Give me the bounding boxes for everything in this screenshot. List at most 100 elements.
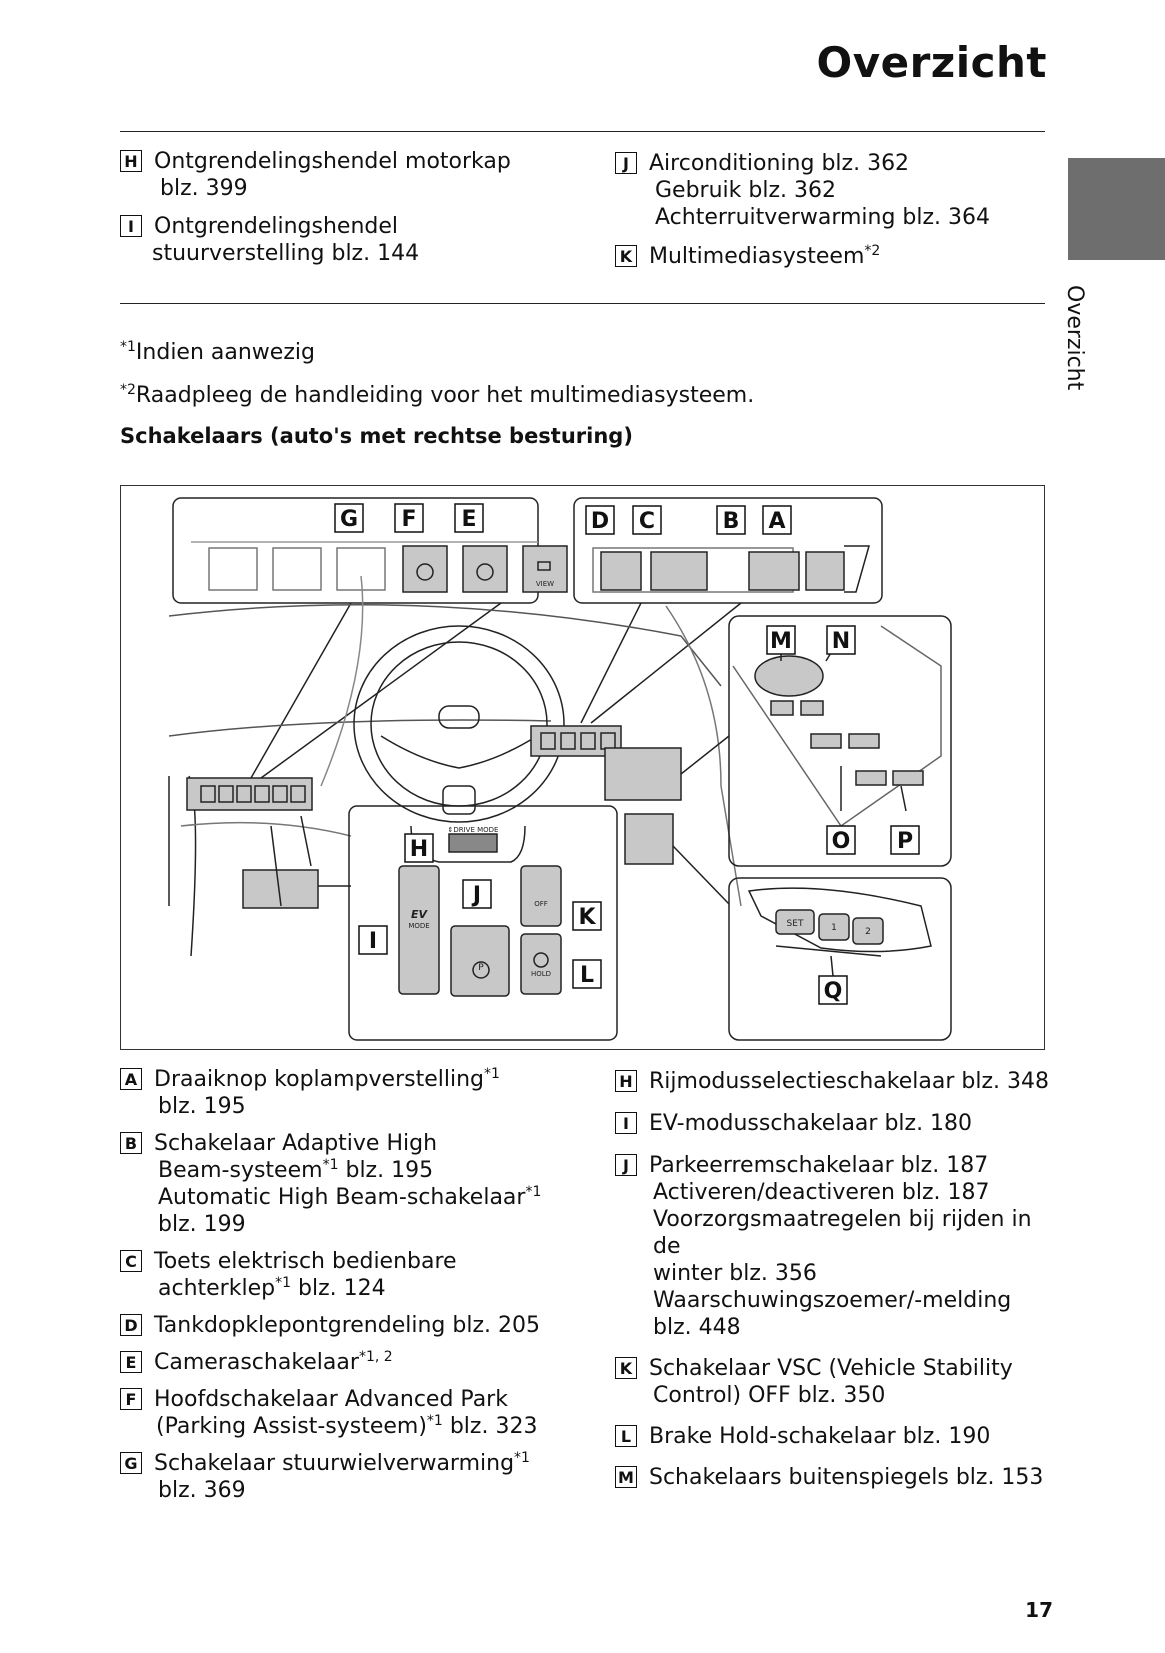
item-text: Automatic High Beam-schakelaar xyxy=(158,1185,526,1210)
dashboard-illustration: G F E D C B A H I J K L M N O P Q ⇕DRIV xyxy=(168,497,952,1041)
callout-box-door xyxy=(728,615,952,867)
label-p: P xyxy=(897,829,913,854)
footnote-mark: *1 xyxy=(120,339,136,355)
switch-i xyxy=(398,865,440,995)
label-f: F xyxy=(401,507,416,532)
item-text: achterklep xyxy=(158,1276,276,1301)
switch-e xyxy=(522,545,568,593)
switch-k xyxy=(520,865,562,927)
label-l: L xyxy=(580,963,594,988)
item-text: Voorzorgsmaatregelen bij rijden in de xyxy=(653,1207,1032,1259)
footnote-1: *1Indien aanwezig xyxy=(120,340,315,365)
list-item-l: L Brake Hold-schakelaar blz. 190 xyxy=(615,1423,1055,1450)
item-text: Schakelaar Adaptive High xyxy=(154,1131,438,1156)
item-text: Waarschuwingszoemer/-melding xyxy=(653,1288,1012,1313)
letter-badge: H xyxy=(120,150,142,172)
item-text: Rijmodusselectieschakelaar blz. 348 xyxy=(649,1069,1049,1094)
letter-badge: K xyxy=(615,245,637,267)
drive-mode-text: ⇕DRIVE MODE xyxy=(448,826,499,834)
switch-f xyxy=(462,545,508,593)
switch-diagram: G F E D C B A H I J K L M N O P Q ⇕DRIV xyxy=(120,485,1045,1050)
footnote-mark: *1 xyxy=(426,1413,443,1429)
item-text: Draaiknop koplampverstelling xyxy=(154,1067,484,1092)
item-text: blz. 195 xyxy=(338,1158,434,1183)
ev-text: EV xyxy=(411,908,429,921)
item-text: (Parking Assist-systeem) xyxy=(156,1414,427,1439)
page-number: 17 xyxy=(1025,1598,1053,1622)
label-c: C xyxy=(639,509,655,534)
item-text: Schakelaar VSC (Vehicle Stability xyxy=(649,1356,1013,1381)
letter-badge: J xyxy=(615,1154,637,1176)
item-text: blz. 369 xyxy=(158,1478,246,1503)
label-a: A xyxy=(768,509,785,534)
item-text: Tankdopklepontgrendeling blz. 205 xyxy=(154,1313,540,1338)
divider-top xyxy=(120,131,1045,132)
list-item-m: M Schakelaars buitenspiegels blz. 153 xyxy=(615,1464,1055,1491)
label-m: M xyxy=(770,629,792,654)
divider-middle xyxy=(120,303,1045,304)
item-text: Airconditioning blz. 362 xyxy=(649,151,910,176)
page-title: Overzicht xyxy=(816,38,1047,87)
set-text: SET xyxy=(787,919,804,929)
letter-badge: K xyxy=(615,1357,637,1379)
letter-badge: E xyxy=(120,1351,142,1373)
section-heading: Schakelaars (auto's met rechtse besturin… xyxy=(120,424,633,448)
item-text: stuurverstelling blz. 144 xyxy=(152,241,420,266)
label-g: G xyxy=(340,507,358,532)
item-text: Cameraschakelaar xyxy=(154,1350,359,1375)
item-text: EV-modusschakelaar blz. 180 xyxy=(649,1111,973,1136)
label-n: N xyxy=(832,629,850,654)
list-item-e: E Cameraschakelaar*1, 2 xyxy=(120,1349,570,1376)
label-k: K xyxy=(578,905,596,930)
item-text: Gebruik blz. 362 xyxy=(655,178,836,203)
letter-badge: C xyxy=(120,1250,142,1272)
footnote-text: Raadpleeg de handleiding voor het multim… xyxy=(135,383,755,408)
footnote-mark: *1 xyxy=(322,1157,339,1173)
item-text: blz. 323 xyxy=(442,1414,538,1439)
item-text: Beam-systeem xyxy=(158,1158,323,1183)
label-i: I xyxy=(369,929,377,954)
park-text: P xyxy=(478,963,484,973)
switch-b xyxy=(748,551,800,591)
footnote-text: Indien aanwezig xyxy=(135,340,315,365)
footnote-mark: *1 xyxy=(275,1275,292,1291)
item-text: blz. 124 xyxy=(291,1276,386,1301)
item-text: Ontgrendelingshendel xyxy=(154,214,399,239)
callout-box-dcba xyxy=(573,497,883,604)
vsc-off-text: OFF xyxy=(534,900,548,908)
item-text: blz. 399 xyxy=(160,176,248,201)
footnote-mark: *2 xyxy=(120,382,136,398)
switch-d xyxy=(600,551,642,591)
view-text: VIEW xyxy=(536,580,554,588)
list-item-k-top: K Multimediasysteem*2 xyxy=(615,243,880,270)
footnote-mark: *1, 2 xyxy=(358,1349,393,1365)
item-text: blz. 195 xyxy=(158,1094,246,1119)
footnote-2: *2Raadpleeg de handleiding voor het mult… xyxy=(120,383,754,408)
letter-badge: L xyxy=(615,1425,637,1447)
label-d: D xyxy=(591,509,609,534)
switch-j xyxy=(450,925,510,997)
switch-g xyxy=(402,545,448,593)
item-text: Hoofdschakelaar Advanced Park xyxy=(154,1387,508,1412)
switch-c xyxy=(650,551,708,591)
letter-badge: M xyxy=(615,1466,637,1488)
footnote-mark: *2 xyxy=(864,243,881,259)
item-text: Brake Hold-schakelaar blz. 190 xyxy=(649,1424,991,1449)
side-tab xyxy=(1068,158,1165,260)
item-text: Schakelaars buitenspiegels blz. 153 xyxy=(649,1465,1044,1490)
letter-badge: A xyxy=(120,1068,142,1090)
side-tab-label: Overzicht xyxy=(1062,285,1087,391)
item-text: Multimediasysteem xyxy=(649,244,865,269)
